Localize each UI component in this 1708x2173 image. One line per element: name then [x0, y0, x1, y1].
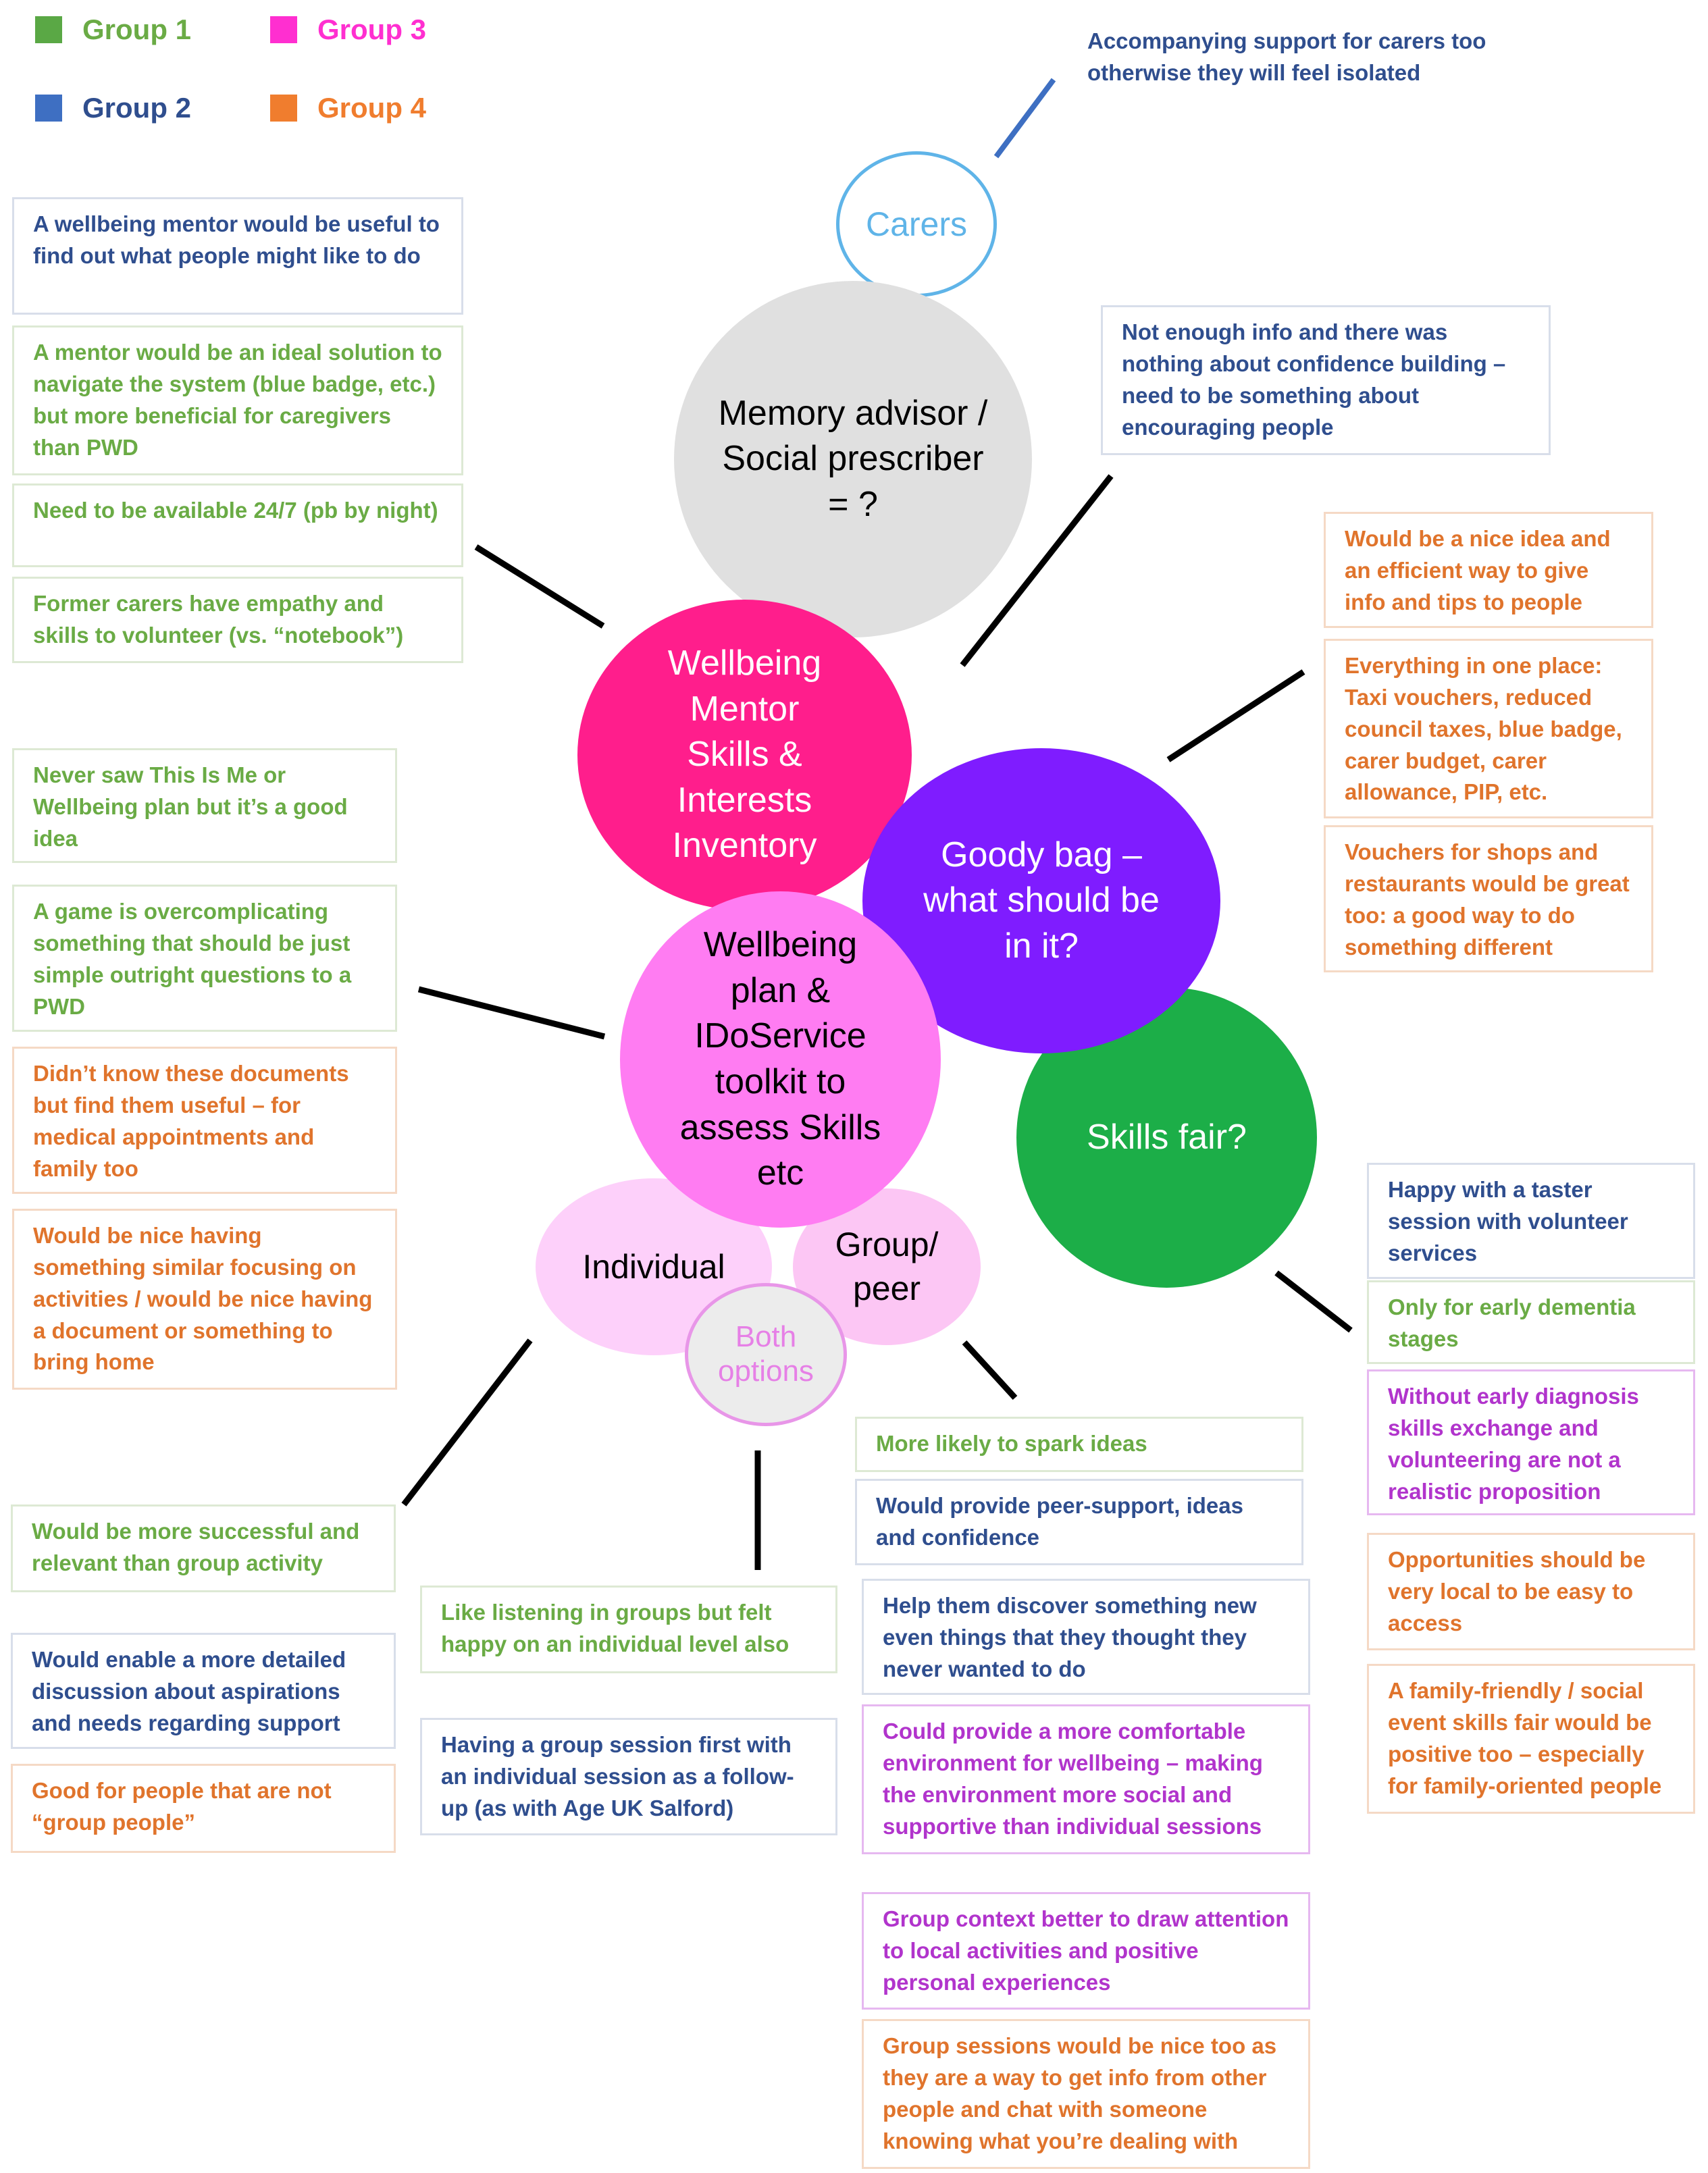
wellbeing-plan-circle: Wellbeing plan & IDoService toolkit to a… [620, 891, 941, 1228]
individual-note-2: Would enable a more detailed discussion … [11, 1633, 396, 1749]
memory-advisor-circle: Memory advisor / Social prescriber = ? [674, 281, 1032, 637]
plan-connector [417, 986, 606, 1040]
legend-label: Group 2 [82, 92, 192, 124]
memory-note-connector [960, 474, 1114, 667]
goody-note-2: Everything in one place: Taxi vouchers, … [1324, 639, 1653, 818]
goody-bag-label: Goody bag – what should be in it? [923, 835, 1160, 966]
plan-note-4: Would be nice having something similar f… [12, 1209, 397, 1390]
mentor-note-2: A mentor would be an ideal solution to n… [12, 325, 463, 475]
group-note-4: Could provide a more comfortable environ… [862, 1704, 1310, 1854]
legend-label: Group 4 [317, 92, 427, 124]
legend-swatch [270, 95, 297, 122]
skills-note-5: A family-friendly / social event skills … [1367, 1664, 1695, 1814]
memory-advisor-note: Not enough info and there was nothing ab… [1101, 305, 1551, 455]
skills-note-4: Opportunities should be very local to be… [1367, 1533, 1695, 1650]
legend-label: Group 1 [82, 14, 192, 45]
legend-swatch [35, 95, 62, 122]
skills-note-1: Happy with a taster session with volunte… [1367, 1163, 1695, 1279]
legend-label: Group 3 [317, 14, 427, 45]
carers-circle: Carers [836, 151, 997, 297]
group-connector [962, 1340, 1018, 1400]
both-options-label: Both options [718, 1320, 814, 1388]
skills-note-3: Without early diagnosis skills exchange … [1367, 1369, 1695, 1515]
both-note-2: Having a group session first with an ind… [420, 1718, 837, 1835]
mentor-note-3: Need to be available 24/7 (pb by night) [12, 483, 463, 567]
group-note-6: Group sessions would be nice too as they… [862, 2019, 1310, 2169]
legend-group-1: Group 1 [35, 14, 191, 46]
both-options-circle: Both options [685, 1283, 847, 1426]
skills-connector [1274, 1270, 1353, 1333]
individual-label: Individual [582, 1247, 725, 1286]
goody-bag-circle: Goody bag – what should be in it? [862, 748, 1220, 1053]
goody-connector [1166, 669, 1305, 762]
legend-group-3: Group 3 [270, 14, 426, 46]
wellbeing-mentor-circle: Wellbeing Mentor Skills & Interests Inve… [577, 600, 912, 910]
group-note-2: Would provide peer-support, ideas and co… [855, 1479, 1303, 1565]
individual-connector [401, 1338, 533, 1507]
group-note-1: More likely to spark ideas [855, 1417, 1303, 1472]
individual-note-1: Would be more successful and relevant th… [11, 1504, 396, 1592]
group-note-5: Group context better to draw attention t… [862, 1892, 1310, 2010]
goody-note-3: Vouchers for shops and restaurants would… [1324, 825, 1653, 972]
skills-note-2: Only for early dementia stages [1367, 1280, 1695, 1364]
carers-note: Accompanying support for carers too othe… [1087, 28, 1486, 85]
wellbeing-plan-label: Wellbeing plan & IDoService toolkit to a… [679, 925, 881, 1193]
mentor-note-4: Former carers have empathy and skills to… [12, 577, 463, 663]
mentor-connector [474, 544, 605, 629]
plan-note-1: Never saw This Is Me or Wellbeing plan b… [12, 748, 397, 863]
mentor-note-1: A wellbeing mentor would be useful to fi… [12, 197, 463, 315]
legend-group-4: Group 4 [270, 92, 426, 124]
skills-fair-label: Skills fair? [1087, 1117, 1247, 1157]
group-peer-label: Group/ peer [835, 1226, 939, 1307]
plan-note-2: A game is overcomplicating something tha… [12, 885, 397, 1032]
legend-group-2: Group 2 [35, 92, 191, 124]
group-note-3: Help them discover something new even th… [862, 1579, 1310, 1695]
individual-note-3: Good for people that are not “group peop… [11, 1764, 396, 1853]
legend-swatch [35, 16, 62, 43]
wellbeing-mentor-label: Wellbeing Mentor Skills & Interests Inve… [667, 644, 822, 866]
both-note-1: Like listening in groups but felt happy … [420, 1586, 837, 1673]
goody-note-1: Would be a nice idea and an efficient wa… [1324, 512, 1653, 628]
carers-label: Carers [865, 205, 968, 243]
carers-connector [993, 78, 1056, 159]
plan-note-3: Didn’t know these documents but find the… [12, 1047, 397, 1194]
legend-swatch [270, 16, 297, 43]
memory-advisor-label: Memory advisor / Social prescriber = ? [718, 393, 988, 524]
